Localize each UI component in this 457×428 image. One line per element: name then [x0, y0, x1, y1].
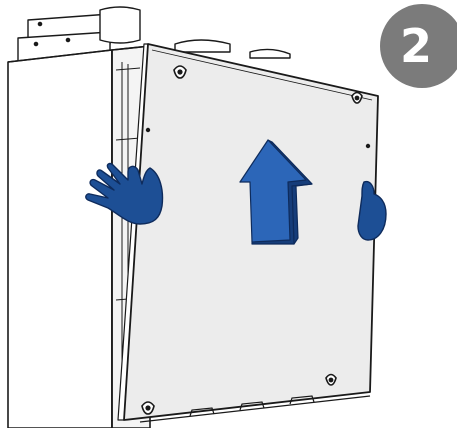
right-hand-icon	[358, 182, 386, 240]
front-cover-panel	[118, 44, 378, 420]
step-number-badge: 2	[380, 4, 457, 88]
